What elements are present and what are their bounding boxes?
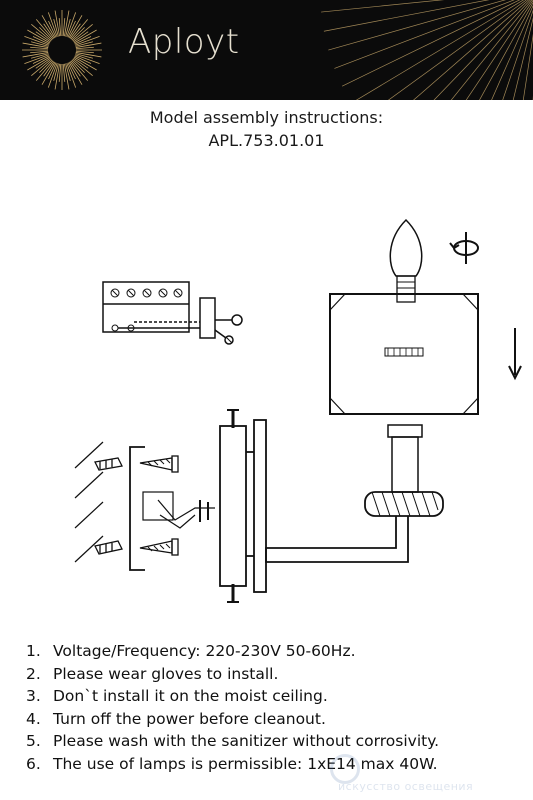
assembly-diagram: [74, 218, 522, 603]
model-number: APL.753.01.01: [208, 131, 325, 150]
instruction-text: Don`t install it on the moist ceiling.: [53, 687, 328, 705]
instruction-number: 5.: [26, 732, 41, 750]
dowel-top: [94, 457, 123, 471]
watermark-logo-icon: [330, 754, 360, 784]
instruction-number: 3.: [26, 687, 41, 705]
wiring-schematic: [102, 281, 243, 345]
instruction-item: 2. Please wear gloves to install.: [0, 663, 533, 686]
sunburst-logo-icon: [22, 10, 102, 90]
watermark-subtitle: искусство освещения: [338, 780, 474, 793]
instruction-number: 1.: [26, 642, 41, 660]
wall-plate: [219, 409, 267, 603]
banner-decoration: [22, 0, 533, 100]
screw-bottom: [139, 538, 179, 556]
instruction-list: 1. Voltage/Frequency: 220-230V 50-60Hz. 2.…: [0, 640, 533, 775]
mounting-bracket: [129, 446, 145, 571]
terminal-block: [142, 491, 215, 529]
wall-hatching: [74, 441, 104, 563]
instruction-item: 5. Please wash with the sanitizer without…: [0, 730, 533, 753]
instruction-item: 4. Turn off the power before cleanout.: [0, 708, 533, 731]
candle-bulb: [389, 218, 423, 303]
instruction-text: Voltage/Frequency: 220-230V 50-60Hz.: [53, 642, 356, 660]
instruction-text: Please wear gloves to install.: [53, 664, 279, 683]
watermark: искусство освещения: [330, 748, 530, 798]
screw-top: [139, 455, 179, 473]
instruction-text: Turn off the power before cleanout.: [53, 709, 326, 728]
brand-name: Aployt: [128, 22, 240, 62]
corner-rays-decoration: [321, 0, 533, 100]
lamp-shade: [329, 293, 479, 415]
instruction-number: 2.: [26, 664, 41, 683]
doc-title: Model assembly instructions:: [149, 108, 384, 127]
instruction-item: 3. Don`t install it on the moist ceiling.: [0, 685, 533, 708]
rotate-icon: [449, 232, 479, 264]
wall-arm: [265, 516, 409, 563]
arrow-down-icon: [508, 328, 522, 381]
instruction-item: 1. Voltage/Frequency: 220-230V 50-60Hz.: [0, 640, 533, 663]
header-banner: Aployt: [0, 0, 533, 100]
dowel-bottom: [94, 540, 123, 555]
instruction-number: 4.: [26, 709, 41, 728]
lamp-socket: [364, 424, 444, 517]
instruction-text: Please wash with the sanitizer without c…: [53, 732, 440, 750]
instruction-number: 6.: [26, 754, 41, 773]
